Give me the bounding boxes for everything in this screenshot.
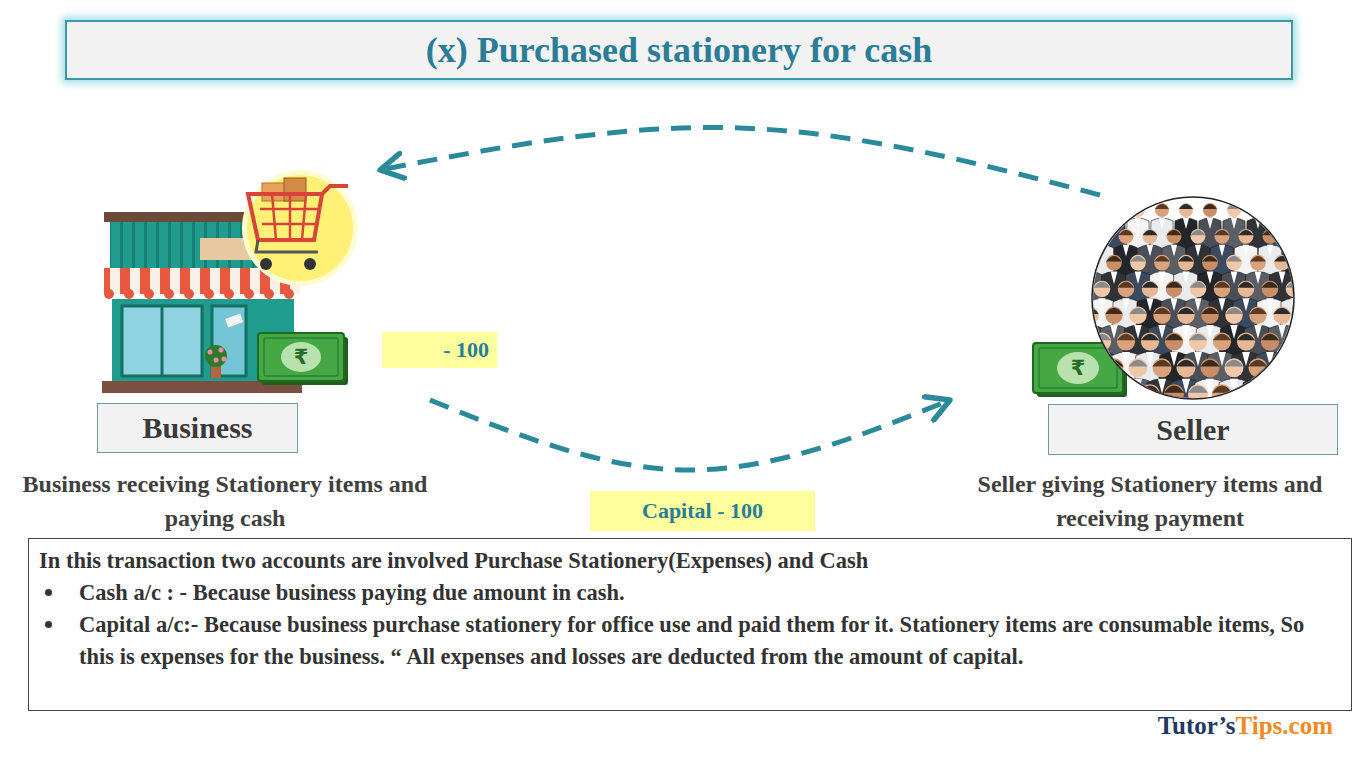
party-description: Seller giving Stationery items and recei… (950, 468, 1350, 535)
panel-heading: In this transaction two accounts are inv… (39, 545, 1337, 577)
flow-arrow (380, 128, 1100, 195)
awning-scallops (104, 289, 294, 299)
crowd-person (1078, 203, 1102, 265)
label-box: Seller (1048, 404, 1338, 455)
party-name: Seller (1156, 413, 1229, 447)
currency-symbol: ₹ (294, 345, 309, 369)
crowd-person (1291, 307, 1321, 369)
crowd-person (1302, 332, 1333, 395)
crowd-circle (1092, 197, 1294, 399)
party-node: SellerSeller giving Stationery items and… (950, 195, 1350, 535)
explanation-panel: In this transaction two accounts are inv… (28, 538, 1352, 711)
crowd-person (1294, 203, 1318, 265)
flow-arrow (430, 400, 950, 470)
crowd-person (1304, 281, 1332, 343)
watermark-text: Tips.com (1236, 712, 1333, 739)
crowd-person (1305, 229, 1330, 291)
shop-window (122, 306, 202, 376)
shop-plant (205, 345, 227, 378)
party-node: BusinessBusiness receiving Stationery it… (20, 170, 430, 535)
currency-symbol: ₹ (1071, 356, 1086, 380)
cash-note (258, 333, 348, 385)
bullet-dot (45, 589, 52, 596)
party-name: Business (142, 411, 252, 445)
bullet-row: Capital a/c:- Because business purchase … (39, 609, 1337, 673)
amount-chip: Capital - 100 (590, 491, 815, 531)
amount-text: Capital - 100 (642, 498, 763, 524)
crowd-person (1278, 332, 1309, 395)
party-description: Business receiving Stationery items and … (20, 468, 430, 535)
amount-text: - 100 (443, 337, 489, 363)
cart-icon (242, 170, 358, 286)
watermark: Tutor’sTips.com (1158, 712, 1333, 740)
title-box: (x) Purchased stationery for cash (65, 20, 1293, 80)
bullet-dot (45, 621, 52, 628)
label-box: Business (97, 403, 298, 453)
bullet-text: Capital a/c:- Because business purchase … (79, 609, 1337, 673)
crowd-person (1293, 255, 1320, 317)
watermark-text: Tutor’s (1158, 712, 1236, 739)
amount-chip: - 100 (382, 332, 497, 368)
bullet-text: Cash a/c : - Because business paying due… (79, 577, 625, 609)
title-text: (x) Purchased stationery for cash (426, 29, 933, 71)
bullet-row: Cash a/c : - Because business paying due… (39, 577, 1337, 609)
